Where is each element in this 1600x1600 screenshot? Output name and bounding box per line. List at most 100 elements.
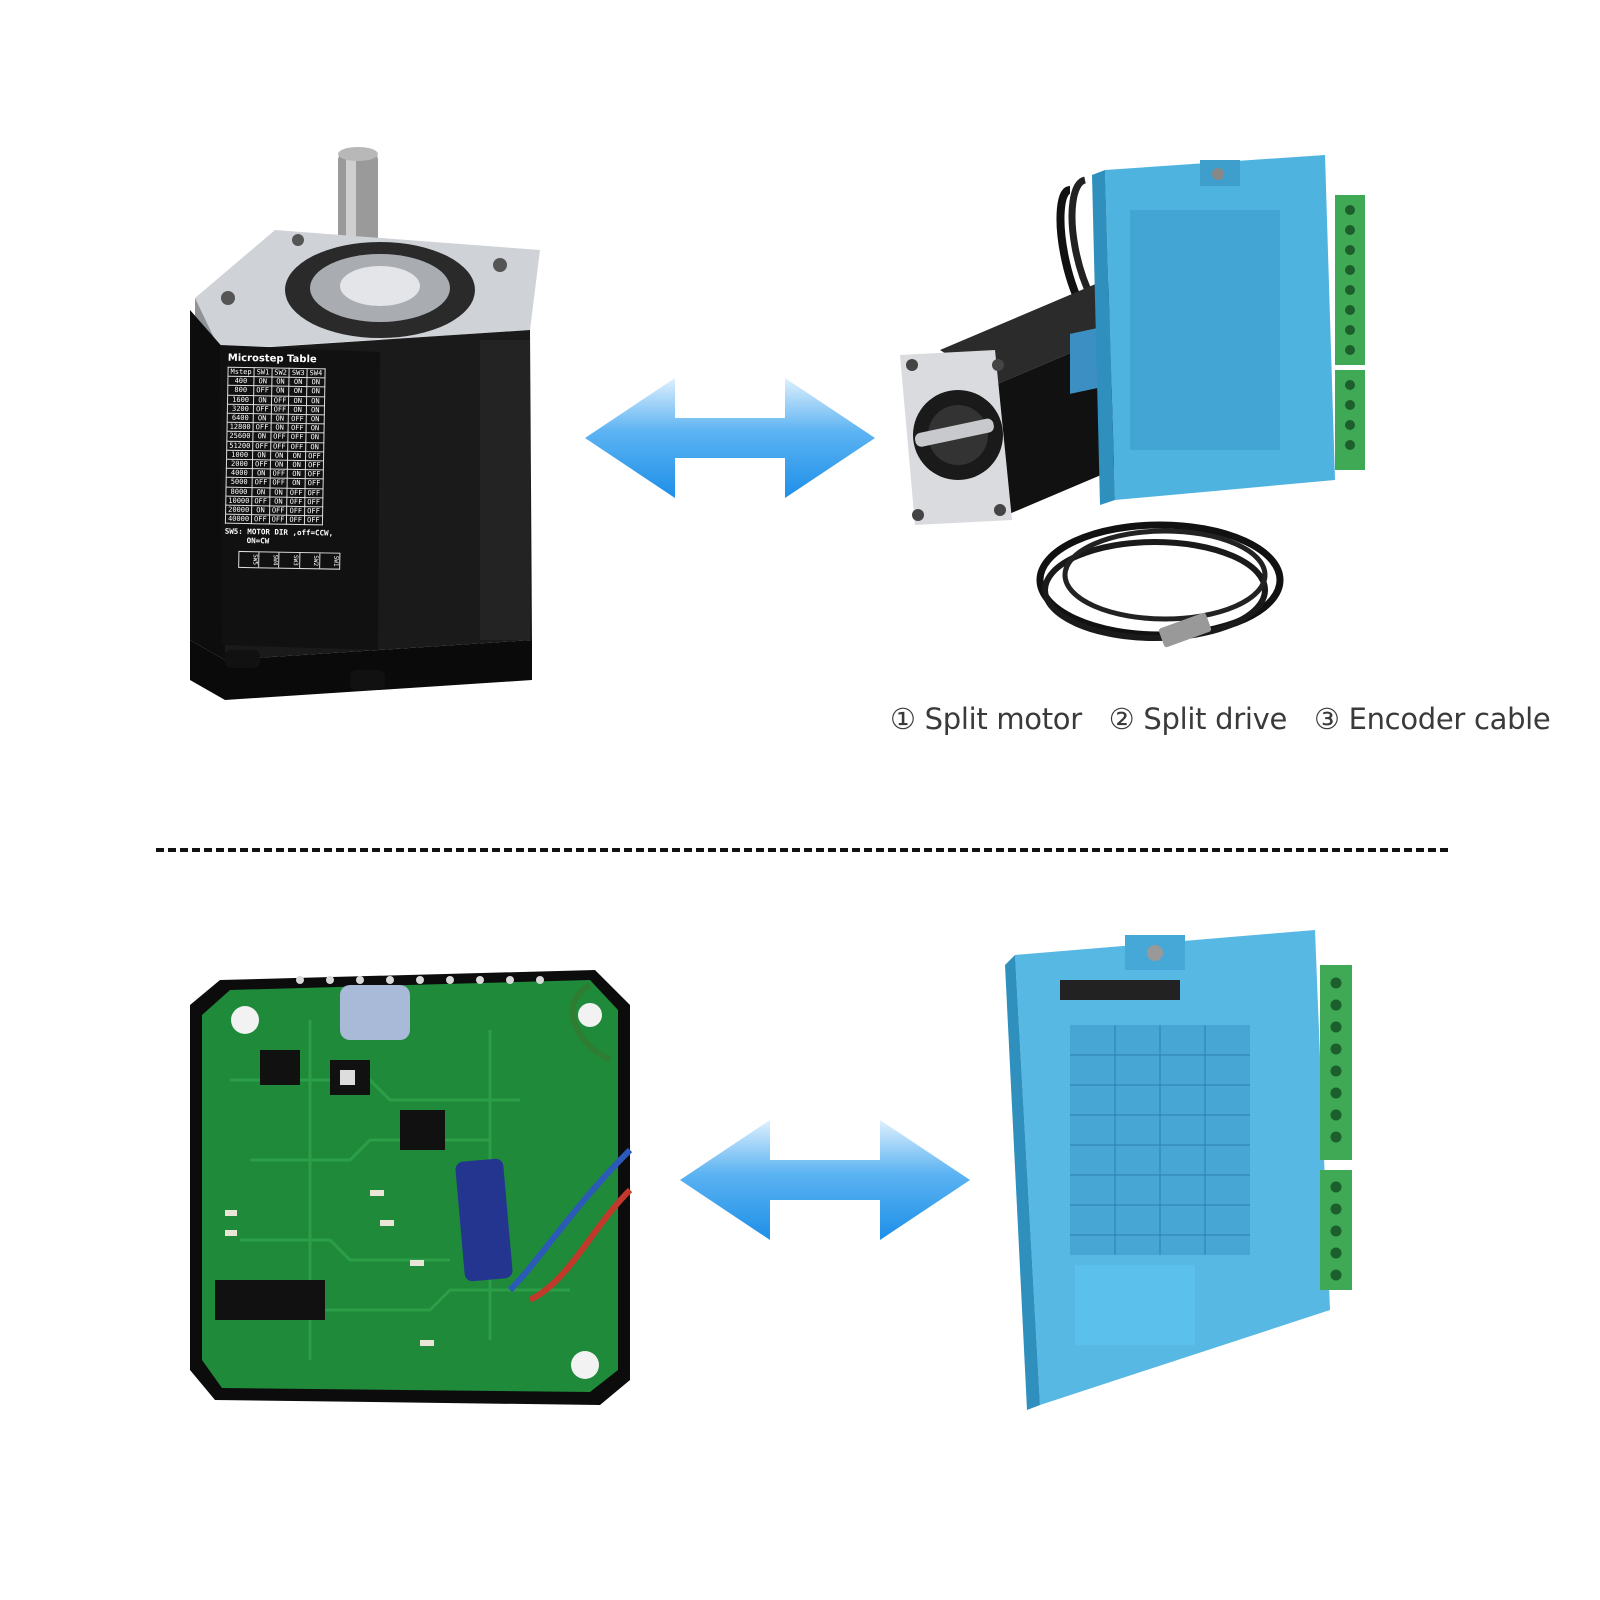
table-cell: ON — [269, 496, 288, 507]
table-cell: OFF — [287, 497, 305, 507]
table-cell: OFF — [269, 478, 288, 488]
table-cell: 8000 — [225, 486, 253, 497]
dip-switch-label: SW1 — [332, 556, 340, 567]
table-cell: OFF — [251, 514, 270, 525]
table-header-cell: Mstep — [227, 367, 255, 377]
dip-switch-label: SW4 — [259, 552, 280, 568]
dip-switch-label: SW3 — [279, 553, 301, 569]
table-cell: ON — [305, 442, 324, 452]
table-cell: ON — [270, 423, 289, 433]
table-cell: ON — [253, 376, 272, 387]
table-cell: ON — [288, 405, 307, 415]
table-cell: 1600 — [227, 394, 254, 405]
table-cell: OFF — [305, 451, 324, 461]
dip-switch-row: SW5 SW4 SW3 SW2 SW1 — [238, 551, 341, 570]
table-cell: 1000 — [226, 450, 253, 460]
table-cell: ON — [287, 478, 306, 489]
table-cell: ON — [253, 413, 272, 424]
table-cell: ON — [252, 450, 271, 460]
table-cell: OFF — [305, 479, 323, 489]
table-cell: ON — [251, 505, 270, 516]
table-cell: OFF — [305, 460, 324, 471]
table-cell: ON — [287, 460, 306, 470]
table-cell: OFF — [253, 422, 271, 433]
dashed-divider — [156, 848, 1448, 852]
dip-switch-label: SW2 — [299, 553, 321, 569]
double-headed-arrow-icon — [585, 378, 875, 498]
table-cell: OFF — [251, 496, 270, 507]
table-header-cell: SW4 — [307, 368, 325, 379]
table-header-cell: SW1 — [254, 367, 272, 378]
table-cell: ON — [287, 451, 306, 461]
caption-split-motor: ① Split motor — [890, 702, 1082, 736]
table-cell: OFF — [304, 497, 323, 507]
split-components-caption: ① Split motor ② Split drive ③ Encoder ca… — [890, 702, 1568, 736]
table-cell: ON — [306, 386, 325, 397]
table-cell: OFF — [304, 506, 323, 517]
split-drive-photo — [1005, 925, 1375, 1425]
table-cell: ON — [287, 469, 306, 480]
table-cell: 3200 — [227, 404, 254, 414]
table-cell: 25600 — [226, 431, 254, 442]
table-cell: ON — [253, 395, 272, 405]
microstep-table-label: Microstep Table Mstep SW1 SW2 SW3 SW4 40… — [224, 353, 378, 571]
table-cell: 10000 — [225, 496, 252, 506]
table-cell: 5000 — [226, 477, 253, 488]
table-cell: OFF — [288, 423, 307, 434]
table-cell: OFF — [270, 441, 289, 452]
table-cell: 20000 — [225, 505, 252, 515]
table-cell: ON — [270, 450, 289, 461]
double-headed-arrow-icon — [680, 1120, 970, 1240]
caption-encoder-cable: ③ Encoder cable — [1313, 702, 1551, 736]
caption-split-drive: ② Split drive — [1108, 702, 1288, 736]
table-cell: ON — [289, 377, 308, 387]
table-cell: OFF — [270, 432, 289, 442]
table-cell: OFF — [286, 515, 305, 526]
table-cell: ON — [270, 459, 288, 470]
table-cell: ON — [251, 487, 270, 497]
integrated-motor-photo — [180, 140, 560, 710]
table-cell: ON — [271, 377, 290, 387]
dip-switch-label: SW5 — [239, 552, 260, 568]
table-cell: OFF — [286, 506, 305, 516]
table-cell: 6400 — [227, 413, 254, 423]
table-cell: OFF — [288, 414, 307, 424]
table-cell: 2000 — [226, 459, 253, 469]
table-header-cell: SW2 — [271, 367, 290, 378]
table-cell: ON — [306, 405, 325, 415]
table-cell: ON — [289, 386, 307, 397]
integrated-driver-pcb-photo — [190, 960, 635, 1410]
table-cell: ON — [252, 432, 271, 442]
table-cell: ON — [305, 433, 324, 443]
motor-dir-note-2: ON=CW — [246, 536, 270, 546]
microstep-table-title: Microstep Table — [227, 352, 317, 366]
table-cell: OFF — [288, 432, 307, 443]
table-cell: OFF — [271, 404, 289, 415]
table-header-cell: SW3 — [289, 368, 308, 378]
table-cell: OFF — [271, 395, 290, 406]
table-cell: OFF — [252, 459, 271, 470]
table-cell: 40000 — [225, 514, 252, 525]
table-cell: ON — [252, 468, 271, 479]
table-cell: OFF — [269, 515, 287, 525]
table-cell: 800 — [227, 385, 254, 396]
table-cell: OFF — [304, 488, 323, 498]
table-cell: ON — [270, 413, 289, 424]
table-cell: OFF — [269, 506, 288, 516]
table-cell: OFF — [287, 487, 306, 498]
table-cell: ON — [269, 487, 288, 498]
table-cell: 51200 — [226, 440, 253, 451]
split-motor-drive-photo — [900, 150, 1420, 680]
table-cell: ON — [306, 396, 325, 406]
table-cell: ON — [288, 395, 307, 406]
table-cell: OFF — [253, 404, 272, 414]
table-cell: OFF — [253, 386, 272, 396]
table-cell: OFF — [305, 469, 324, 480]
table-cell: ON — [306, 423, 324, 434]
table-cell: 400 — [227, 376, 255, 387]
table-cell: OFF — [252, 478, 270, 488]
table-cell: 4000 — [226, 468, 253, 479]
